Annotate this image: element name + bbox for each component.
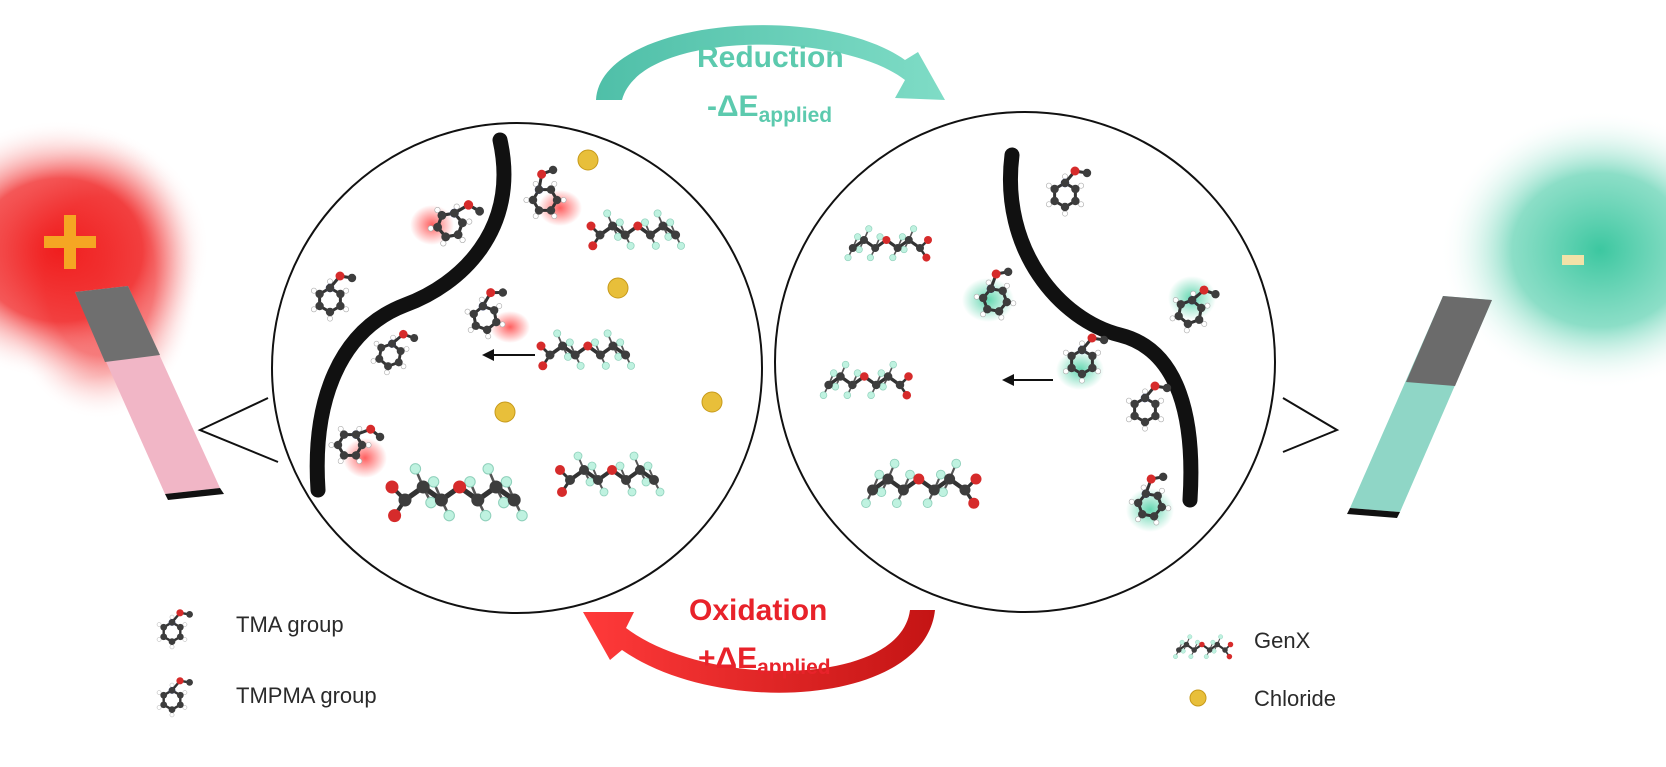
reduction-potential-subscript: applied: [758, 104, 833, 127]
chloride-ion: [577, 149, 599, 171]
right-magnification-circle: [774, 111, 1276, 613]
tma-group-molecule: [1062, 333, 1109, 384]
chloride-ion: [607, 277, 629, 299]
oxidation-potential-subscript: applied: [757, 656, 831, 679]
genx-molecule: [844, 225, 932, 262]
oxidation-potential-prefix: +ΔE: [698, 642, 758, 675]
tma-legend-icon: [156, 609, 193, 650]
tma-group-molecule: [427, 200, 485, 247]
chloride-ions: [494, 149, 723, 423]
legend-tmpma-label: TMPMA group: [236, 683, 377, 708]
chloride-legend-icon: [1189, 689, 1207, 707]
negative-sign-icon: [1562, 255, 1584, 265]
positive-sign-icon: [44, 215, 96, 269]
tma-group-molecule: [1045, 166, 1092, 217]
tma-group-molecule: [1169, 285, 1220, 334]
chloride-ion: [494, 401, 516, 423]
negative-electrode-glow: [1440, 110, 1666, 390]
right-zoom-lines: [1282, 397, 1340, 453]
right-migration-arrow: [1002, 374, 1053, 386]
oxidation-label: Oxidation: [689, 594, 828, 627]
genx-molecule: [861, 458, 982, 509]
genx-molecule: [819, 360, 913, 400]
tma-group-molecule: [523, 165, 567, 220]
genx-molecule: [586, 209, 685, 251]
genx-molecule: [385, 463, 528, 523]
reduction-potential-prefix: -ΔE: [707, 90, 759, 123]
genx-molecule: [536, 329, 635, 371]
reduction-label: Reduction: [697, 41, 844, 74]
genx-molecule: [555, 451, 665, 497]
left-zoom-lines: [197, 397, 279, 463]
legend-icons: [156, 609, 1234, 718]
reduction-potential: -ΔEapplied: [707, 90, 832, 128]
negative-electrode: [1347, 296, 1492, 518]
oxidation-potential: +ΔEapplied: [698, 642, 831, 680]
chloride-ion: [701, 391, 723, 413]
tma-group-molecule: [464, 288, 508, 340]
tma-group-molecule: [973, 267, 1017, 321]
right-polymer-chain: [1003, 147, 1199, 508]
left-polymer-chain: [309, 132, 512, 498]
tma-group-molecule: [1125, 381, 1172, 432]
tma-group-molecule: [328, 424, 385, 465]
legend-genx-label: GenX: [1254, 628, 1311, 653]
tma-group-molecule: [310, 271, 357, 322]
left-migration-arrow: [482, 349, 535, 361]
legend-chloride-label: Chloride: [1254, 686, 1336, 711]
tma-group-molecule: [370, 329, 419, 376]
reduction-arrow: [596, 25, 945, 100]
molecules-layer: [310, 165, 1220, 526]
positive-electrode: [75, 286, 224, 500]
legend-tma-label: TMA group: [236, 612, 344, 637]
genx-legend-icon: [1173, 634, 1234, 660]
positive-glow-core: [0, 120, 210, 380]
tmpma-legend-icon: [156, 677, 193, 718]
tma-group-molecule: [1128, 472, 1172, 526]
oxidation-arrow: [583, 610, 935, 693]
